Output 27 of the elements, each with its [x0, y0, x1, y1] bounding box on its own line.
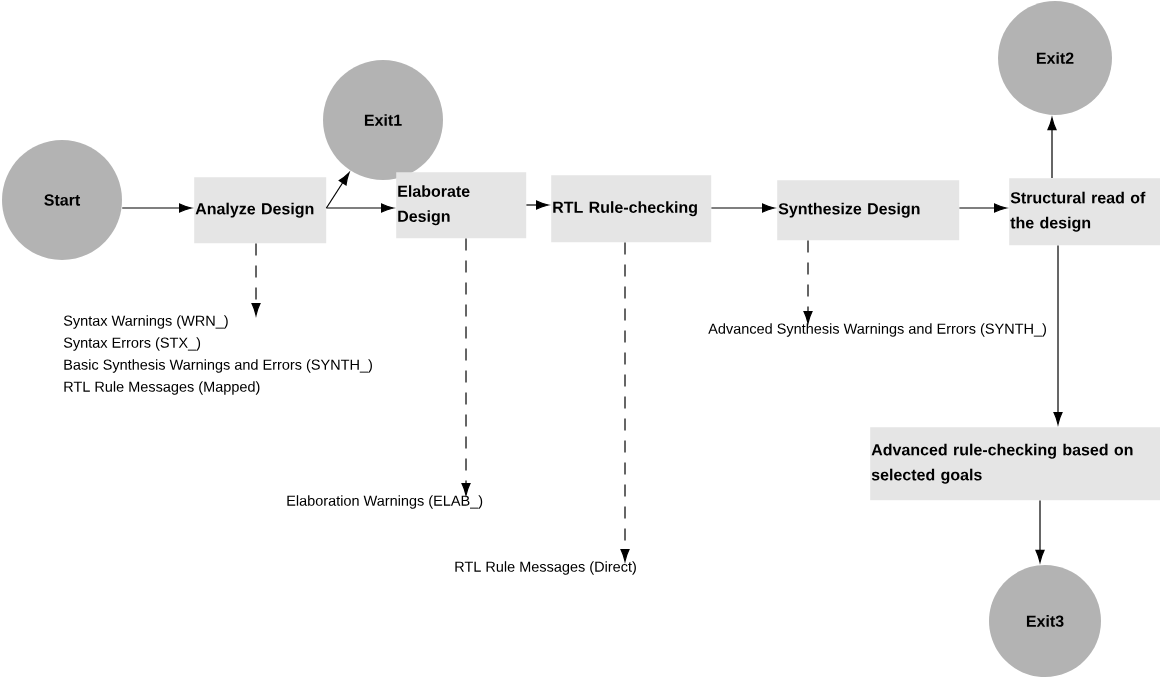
circle-node: Exit1	[323, 60, 443, 180]
arrow	[325, 172, 350, 209]
arrow	[121, 203, 192, 213]
arrow	[620, 241, 630, 562]
process-box: Elaborate Design	[396, 172, 527, 239]
arrow	[251, 242, 261, 316]
arrow	[1053, 244, 1063, 425]
arrow	[525, 200, 549, 210]
arrow	[803, 239, 813, 324]
arrow	[461, 237, 471, 496]
process-box: RTL Rule-checking	[551, 175, 712, 243]
process-box: Advanced rule-checking based on selected goals	[870, 427, 1160, 501]
message-text: Syntax Warnings (WRN_) Syntax Errors (STX_) Basic Synthesis Warnings and Errors (SYNTH_) RTL Rule Messages (Mapped)	[63, 315, 372, 395]
process-box: Structural read of the design	[1009, 178, 1160, 246]
circle-node: Start	[2, 140, 122, 260]
arrow	[958, 203, 1007, 213]
message-text: Elaboration Warnings (ELAB_)	[287, 495, 483, 509]
message-text: Advanced Synthesis Warnings and Errors (SYNTH_)	[708, 323, 1046, 337]
arrow	[325, 203, 394, 213]
arrow	[1047, 117, 1057, 179]
process-box: Analyze Design	[194, 177, 327, 244]
circle-node: Exit3	[989, 565, 1101, 677]
process-box: Synthesize Design	[777, 180, 960, 241]
circle-node: Exit2	[998, 1, 1112, 115]
arrow	[1035, 499, 1045, 563]
message-text: RTL Rule Messages (Direct)	[455, 561, 636, 575]
arrow	[710, 203, 775, 213]
